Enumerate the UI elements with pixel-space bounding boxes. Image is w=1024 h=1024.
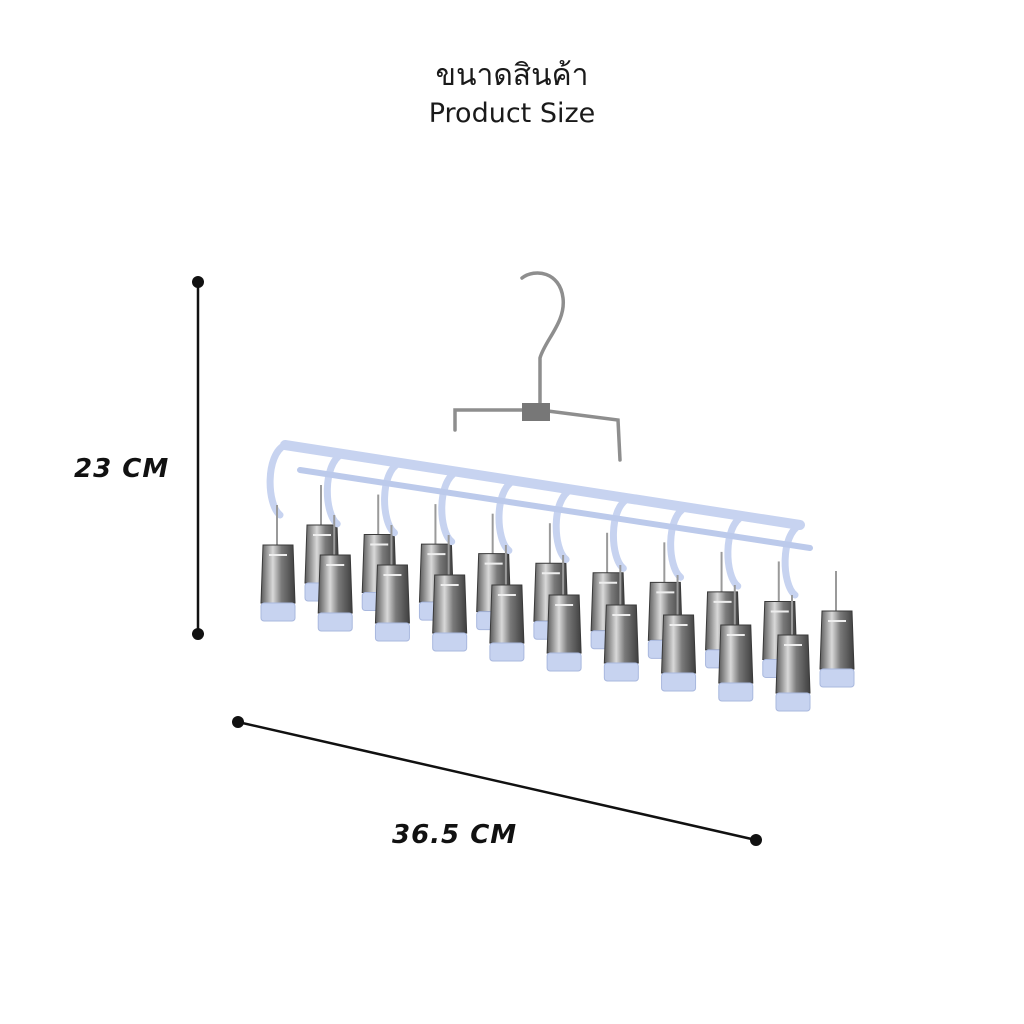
hanger-loop — [552, 485, 575, 563]
clip-hanger-icon — [260, 441, 855, 712]
hanger-loop — [724, 512, 747, 590]
clothes-clip-icon — [432, 535, 468, 652]
clothes-clip-icon — [603, 565, 639, 682]
hanger-loop — [609, 494, 632, 572]
height-label: 23 CM — [74, 454, 170, 484]
hanger-loop — [438, 468, 461, 546]
hook-clasp — [522, 403, 550, 421]
hanger-loop — [381, 459, 403, 537]
clothes-clip-icon — [317, 515, 353, 632]
hanger-hook-icon — [453, 271, 622, 462]
clothes-clip-icon — [819, 571, 855, 688]
clothes-clip-icon — [260, 505, 296, 622]
clothes-clip-icon — [775, 595, 811, 712]
clothes-clip-icon — [661, 575, 697, 692]
clothes-clip-icon — [718, 585, 754, 702]
title-thai: ขนาดสินค้า — [435, 58, 589, 93]
height-bottom-dot — [192, 628, 204, 640]
height-dimension-line — [192, 276, 204, 640]
clothes-clip-icon — [489, 545, 525, 662]
title-english: Product Size — [428, 98, 596, 129]
hanger-frame-rail — [280, 440, 813, 551]
hanger-loop — [266, 441, 289, 519]
width-right-dot — [750, 834, 762, 846]
hanger-loop — [781, 521, 804, 599]
hanger-loop — [323, 450, 346, 528]
clothes-clip-icon — [374, 525, 410, 642]
height-top-dot — [192, 276, 204, 288]
hanger-loop — [667, 503, 690, 581]
width-label: 36.5 CM — [392, 820, 518, 850]
width-dimension-line — [232, 716, 762, 846]
hanger-loop — [495, 477, 518, 555]
clothes-clip-icon — [546, 555, 582, 672]
width-left-dot — [232, 716, 244, 728]
